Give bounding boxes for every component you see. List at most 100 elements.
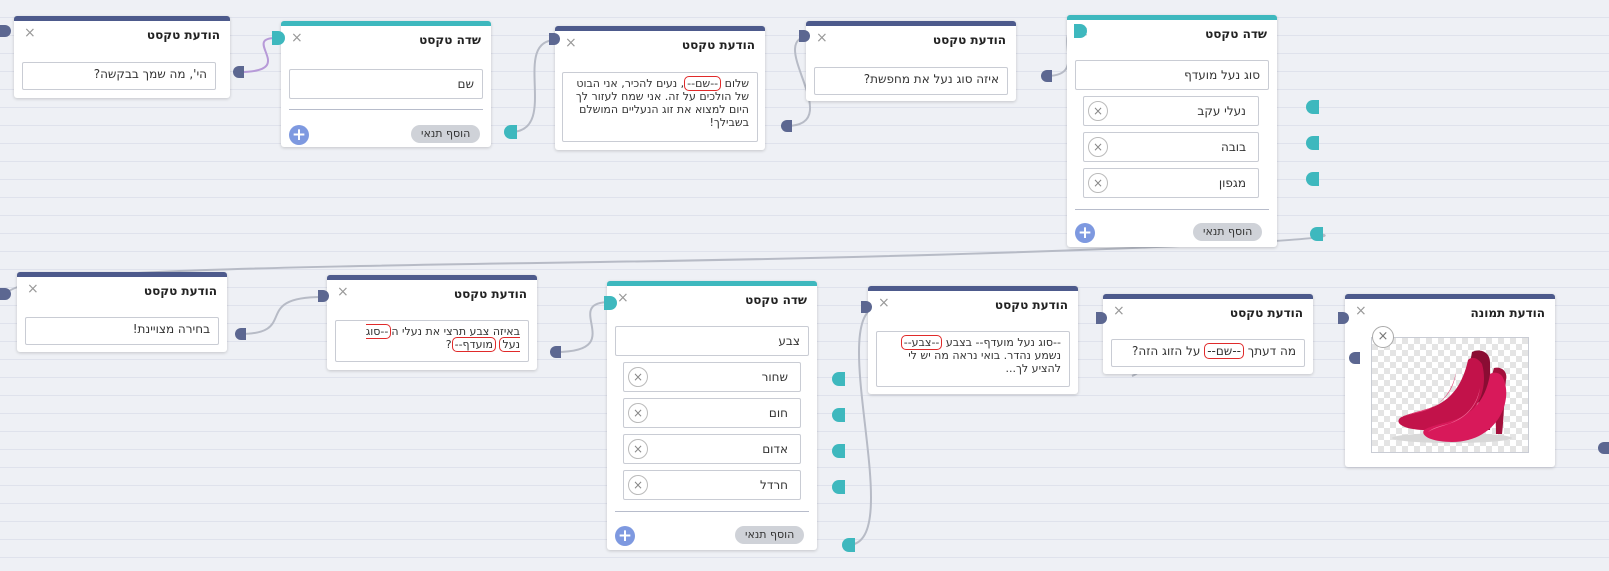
- close-icon[interactable]: ×: [565, 35, 577, 51]
- node-text-message-greeting[interactable]: הודעת טקסט × הי', מה שמך בבקשה?: [14, 16, 230, 98]
- input-port-node8: [604, 296, 617, 310]
- message-text[interactable]: שלום --שם--, נעים להכיר, אני הבוט של הול…: [562, 72, 758, 142]
- input-port-node6: [0, 288, 11, 300]
- output-port-node4: [1041, 70, 1052, 82]
- close-icon[interactable]: ×: [291, 30, 303, 46]
- message-text[interactable]: מה דעתך --שם-- על הזוג הזה?: [1111, 339, 1305, 367]
- text-segment: --סוג נעל מועדף-- בצבע: [942, 336, 1061, 349]
- close-icon[interactable]: ×: [878, 295, 890, 311]
- close-icon[interactable]: ×: [816, 30, 828, 46]
- red-shoes-image: [1392, 350, 1512, 443]
- node-title: הודעת טקסט: [453, 287, 527, 301]
- add-icon[interactable]: +: [289, 125, 309, 145]
- node-text-message-welcome[interactable]: הודעת טקסט × שלום --שם--, נעים להכיר, אנ…: [555, 26, 765, 150]
- node-text-message-opinion[interactable]: הודעת טקסט × מה דעתך --שם-- על הזוג הזה?: [1103, 294, 1313, 374]
- node-title: שדה טקסט: [745, 293, 807, 307]
- remove-image-icon[interactable]: ×: [1372, 326, 1394, 348]
- add-condition-button[interactable]: הוסף תנאי: [735, 526, 805, 544]
- variable-token-name: --שם--: [1204, 343, 1244, 359]
- node-header: שדה טקסט ×: [607, 286, 817, 312]
- node-header: הודעת טקסט ×: [1103, 299, 1313, 325]
- node-title: שדה טקסט: [419, 33, 481, 47]
- message-text[interactable]: איזה סוג נעל את מחפשת?: [814, 67, 1008, 95]
- text-segment: נשמע נהדר. בואי נראה מה יש לי להציע לך..…: [908, 349, 1061, 375]
- text-segment: על הזוג הזה?: [1132, 344, 1205, 358]
- add-condition-button[interactable]: הוסף תנאי: [411, 125, 481, 143]
- option-label: אדום: [762, 442, 788, 456]
- remove-option-icon[interactable]: ×: [628, 439, 648, 459]
- option-item[interactable]: אדום ×: [623, 434, 801, 464]
- message-text[interactable]: בחירה מצויינת!: [25, 317, 219, 345]
- remove-option-icon[interactable]: ×: [1088, 173, 1108, 193]
- remove-option-icon[interactable]: ×: [628, 475, 648, 495]
- divider: [615, 511, 809, 512]
- input-port-node3: [549, 33, 560, 45]
- node-text-message-shoe-question[interactable]: הודעת טקסט × איזה סוג נעל את מחפשת?: [806, 21, 1016, 101]
- node-text-field-name[interactable]: שדה טקסט × שם הוסף תנאי +: [281, 21, 491, 147]
- node-text-message-color-question[interactable]: הודעת טקסט × באיזה צבע תרצי את נעלי ה--ס…: [327, 275, 537, 370]
- message-text[interactable]: באיזה צבע תרצי את נעלי ה--סוג נעל מועדף-…: [335, 320, 529, 362]
- variable-token-shoe-type: מועדף--: [451, 337, 496, 352]
- node-text-field-shoe-type[interactable]: שדה טקסט × סוג נעל מועדף נעלי עקב × בובה…: [1067, 15, 1277, 247]
- output-port-node3: [781, 120, 792, 132]
- output-port-node5-opt2: [1306, 136, 1319, 150]
- option-item[interactable]: נעלי עקב ×: [1083, 96, 1259, 126]
- remove-option-icon[interactable]: ×: [1088, 101, 1108, 121]
- field-name-input[interactable]: צבע: [615, 326, 809, 356]
- output-port-node8-opt4: [832, 480, 845, 494]
- option-item[interactable]: חרדל ×: [623, 470, 801, 500]
- close-icon[interactable]: ×: [27, 281, 39, 297]
- node-image-message[interactable]: הודעת תמונה × ×: [1345, 294, 1555, 467]
- output-port-node5-default: [1310, 227, 1323, 241]
- input-port-node7: [318, 290, 329, 302]
- variable-token-name: --שם--: [684, 76, 722, 91]
- option-item[interactable]: מגפון ×: [1083, 168, 1259, 198]
- image-preview[interactable]: ×: [1371, 326, 1529, 453]
- input-port-node1: [0, 25, 11, 37]
- node-title: הודעת טקסט: [932, 33, 1006, 47]
- add-condition-button[interactable]: הוסף תנאי: [1193, 223, 1263, 241]
- close-icon[interactable]: ×: [337, 284, 349, 300]
- field-name-input[interactable]: שם: [289, 69, 483, 99]
- text-segment: באיזה צבע תרצי את נעלי ה: [391, 325, 520, 338]
- text-segment: שלום: [721, 77, 749, 90]
- output-port-node5-opt1: [1306, 100, 1319, 114]
- close-icon[interactable]: ×: [617, 290, 629, 306]
- node-text-field-color[interactable]: שדה טקסט × צבע שחור × חום × אדום × חרדל …: [607, 281, 817, 550]
- add-icon[interactable]: +: [1075, 223, 1095, 243]
- output-port-node8-opt3: [832, 444, 845, 458]
- node-header: הודעת טקסט ×: [868, 291, 1078, 317]
- node-header: הודעת תמונה ×: [1345, 299, 1555, 325]
- close-icon[interactable]: ×: [24, 25, 36, 41]
- variable-token-shoe-type: --סוג נעל: [365, 324, 520, 352]
- output-port-node1: [233, 66, 244, 78]
- close-icon[interactable]: ×: [1355, 303, 1367, 319]
- remove-option-icon[interactable]: ×: [628, 403, 648, 423]
- node-header: הודעת טקסט ×: [17, 277, 227, 303]
- node-header: הודעת טקסט ×: [555, 31, 765, 57]
- input-port-node5: [1074, 24, 1087, 38]
- option-item[interactable]: חום ×: [623, 398, 801, 428]
- message-text[interactable]: הי', מה שמך בבקשה?: [22, 62, 216, 90]
- field-name-input[interactable]: סוג נעל מועדף: [1075, 60, 1269, 90]
- node-header: שדה טקסט ×: [281, 26, 491, 52]
- output-port-node8-opt1: [832, 372, 845, 386]
- remove-option-icon[interactable]: ×: [1088, 137, 1108, 157]
- node-text-message-great-choice[interactable]: הודעת טקסט × בחירה מצויינת!: [17, 272, 227, 352]
- output-port-node8-opt2: [832, 408, 845, 422]
- option-item[interactable]: שחור ×: [623, 362, 801, 392]
- node-header: הודעת טקסט ×: [327, 280, 537, 306]
- remove-option-icon[interactable]: ×: [628, 367, 648, 387]
- option-label: נעלי עקב: [1197, 104, 1246, 118]
- add-icon[interactable]: +: [615, 526, 635, 546]
- divider: [1075, 209, 1269, 210]
- node-text-message-color-confirm[interactable]: הודעת טקסט × --סוג נעל מועדף-- בצבע --צב…: [868, 286, 1078, 394]
- message-text[interactable]: --סוג נעל מועדף-- בצבע --צבע-- נשמע נהדר…: [876, 331, 1070, 387]
- option-label: מגפון: [1218, 176, 1246, 190]
- option-label: שחור: [761, 370, 788, 384]
- node-title: שדה טקסט: [1205, 27, 1267, 41]
- option-item[interactable]: בובה ×: [1083, 132, 1259, 162]
- close-icon[interactable]: ×: [1113, 303, 1125, 319]
- node-title: הודעת טקסט: [143, 284, 217, 298]
- output-port-node2: [504, 125, 517, 139]
